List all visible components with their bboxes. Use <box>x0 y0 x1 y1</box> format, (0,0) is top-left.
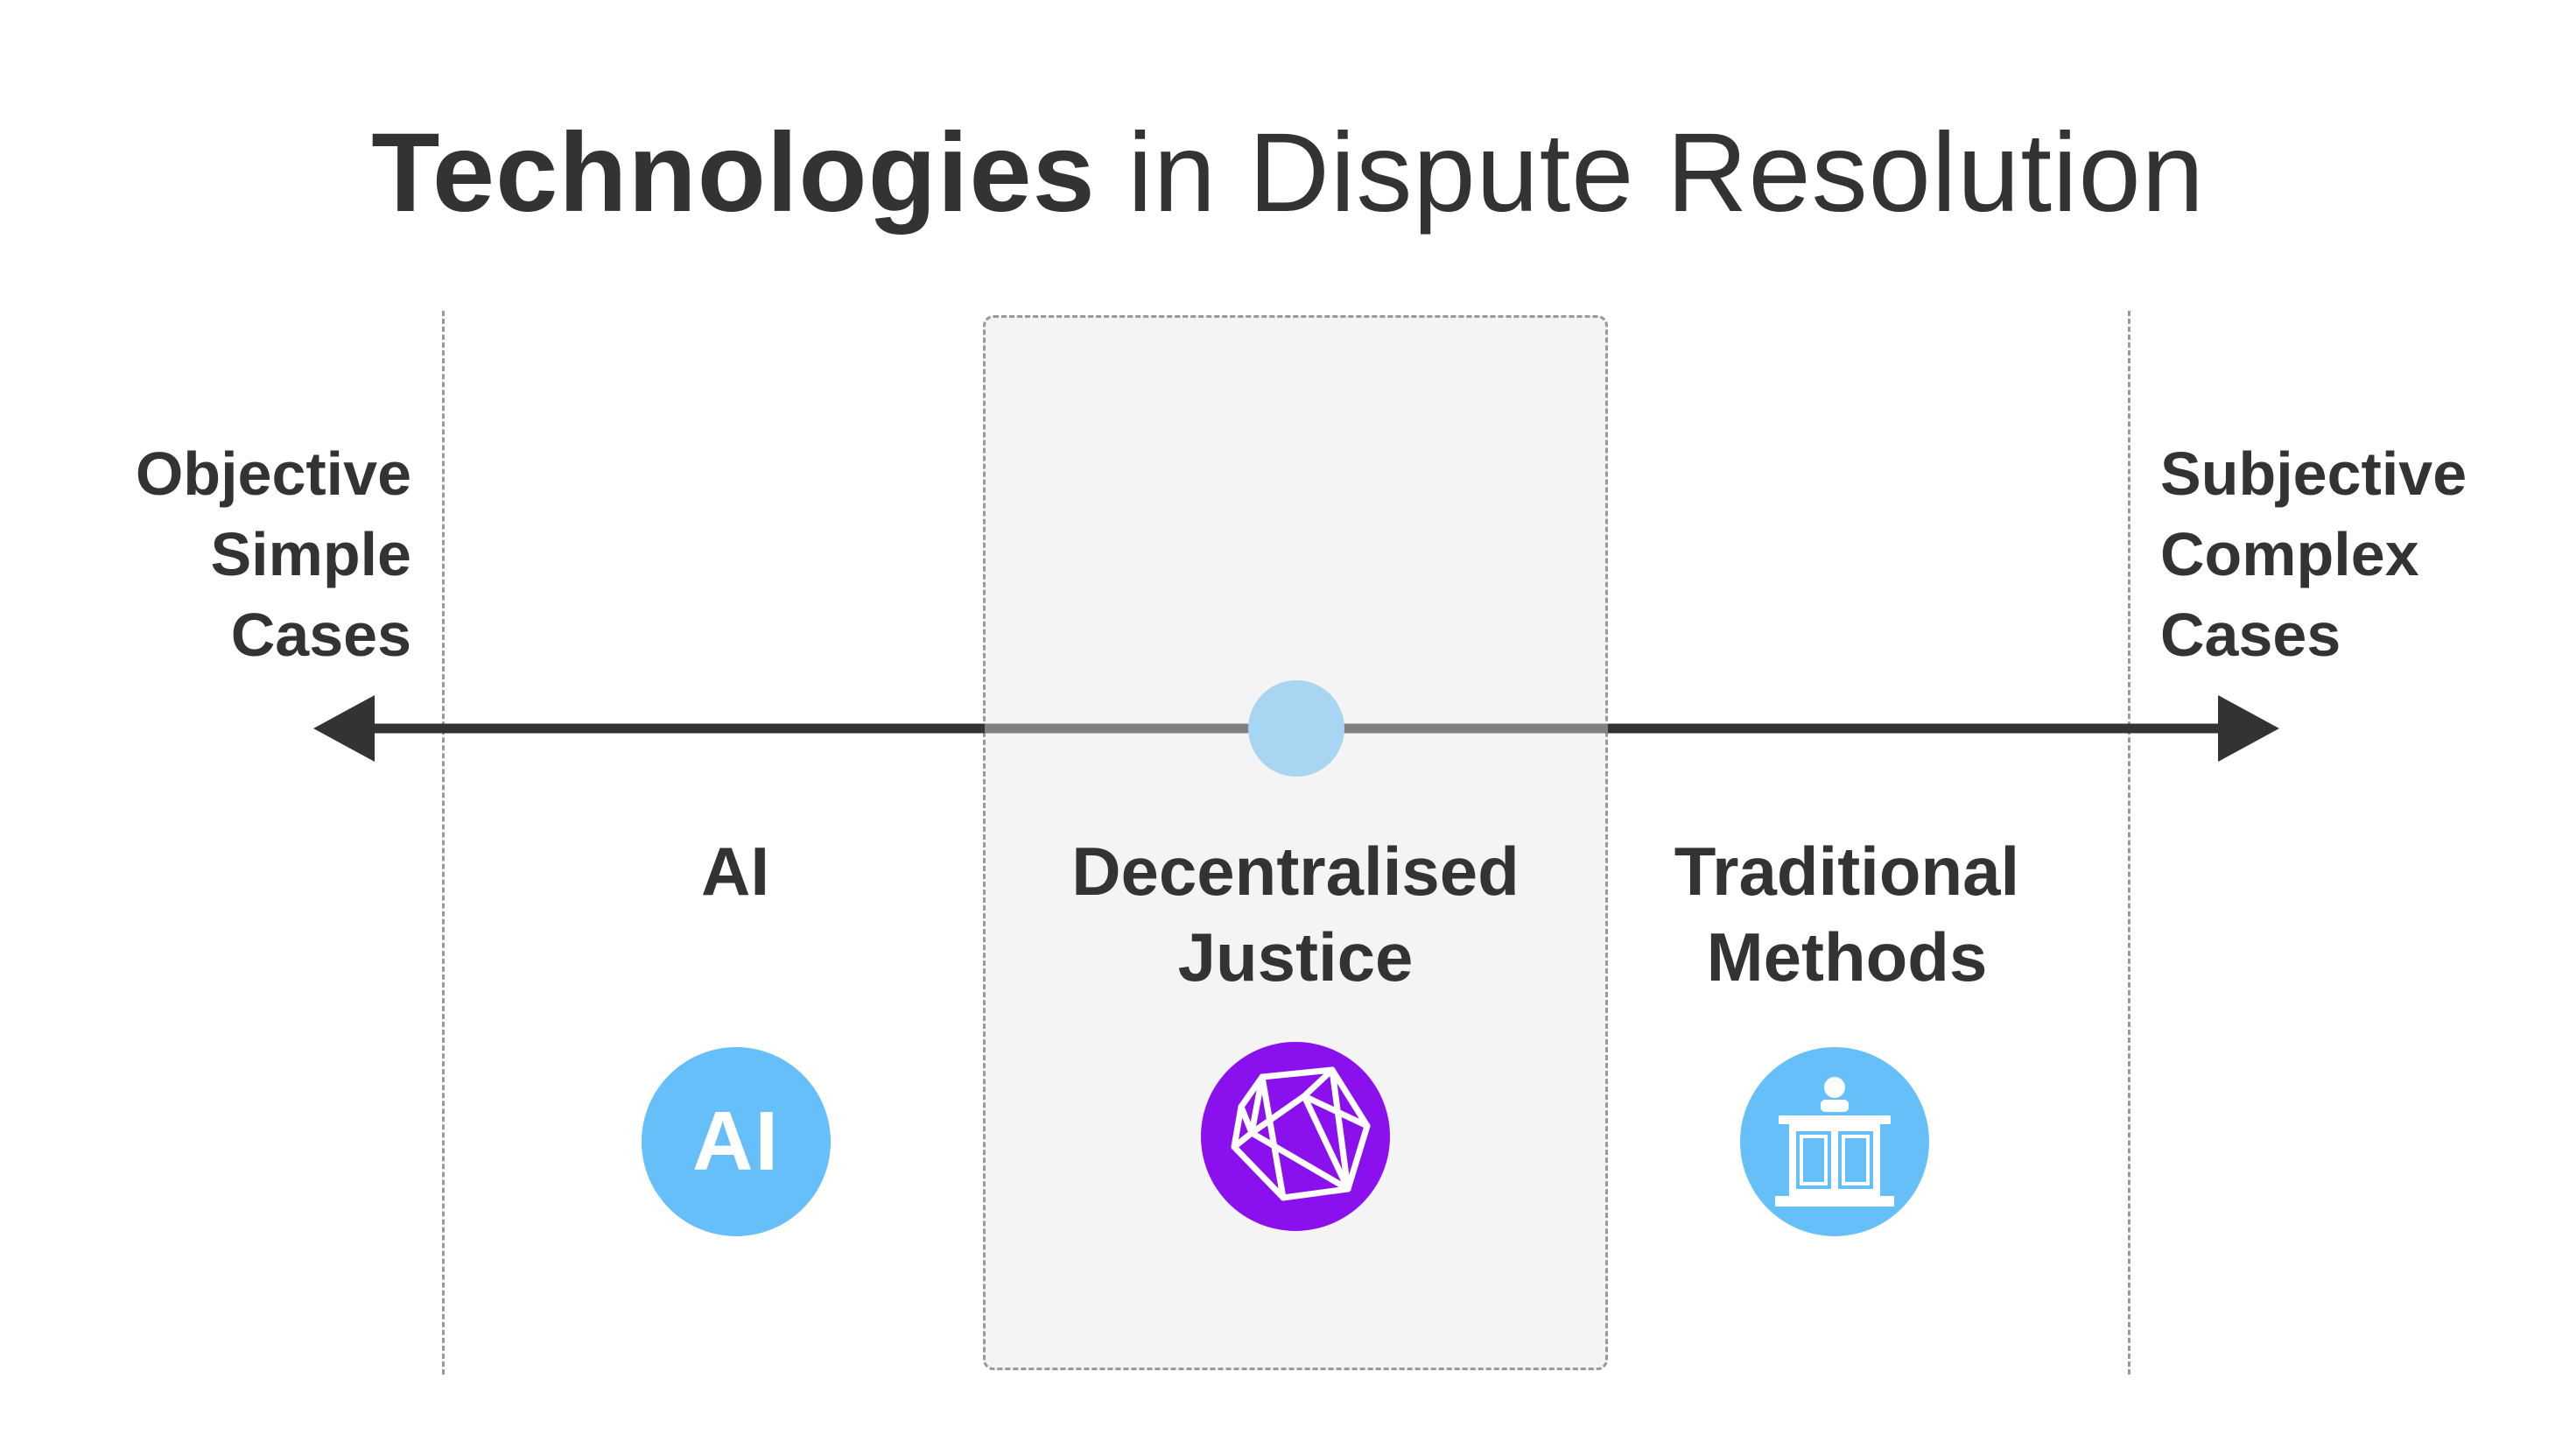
right-end-label-line: Subjective <box>2160 440 2467 508</box>
left-end-label-line: Objective <box>135 440 411 508</box>
category-label-line: Methods <box>1706 918 1988 995</box>
courtroom-graphic <box>1775 1077 1894 1206</box>
title-normal-part: in Dispute Resolution <box>1127 110 2205 236</box>
page-title: Technologies in Dispute Resolution <box>0 103 2576 243</box>
polyhedron-graphic <box>1231 1066 1371 1201</box>
category-label-line: Justice <box>1177 918 1414 995</box>
left-boundary-dashed-line <box>442 311 445 1375</box>
category-label-decentralised-justice: Decentralised Justice <box>989 828 1602 1000</box>
ai-icon: AI <box>642 1047 831 1236</box>
right-end-label-line: Complex <box>2160 520 2419 588</box>
left-end-label-line: Simple <box>210 520 411 588</box>
right-end-label: Subjective Complex Cases <box>2160 433 2572 675</box>
ai-icon-text: AI <box>692 1094 780 1188</box>
right-boundary-dashed-line <box>2128 311 2130 1375</box>
category-label-traditional-methods: Traditional Methods <box>1602 828 2092 1000</box>
left-end-label: Objective Simple Cases <box>35 433 411 675</box>
courtroom-icon <box>1740 1047 1929 1236</box>
left-end-label-line: Cases <box>230 601 411 669</box>
category-label-line: Traditional <box>1674 833 2020 910</box>
right-arrowhead-icon <box>2218 695 2279 762</box>
title-bold-part: Technologies <box>371 110 1096 236</box>
left-arrowhead-icon <box>313 695 375 762</box>
category-label-line: AI <box>701 833 769 910</box>
category-label-ai: AI <box>560 828 910 914</box>
right-end-label-line: Cases <box>2160 601 2341 669</box>
polyhedron-icon <box>1201 1042 1390 1231</box>
category-label-line: Decentralised <box>1071 833 1520 910</box>
axis-marker-dot <box>1248 680 1344 777</box>
